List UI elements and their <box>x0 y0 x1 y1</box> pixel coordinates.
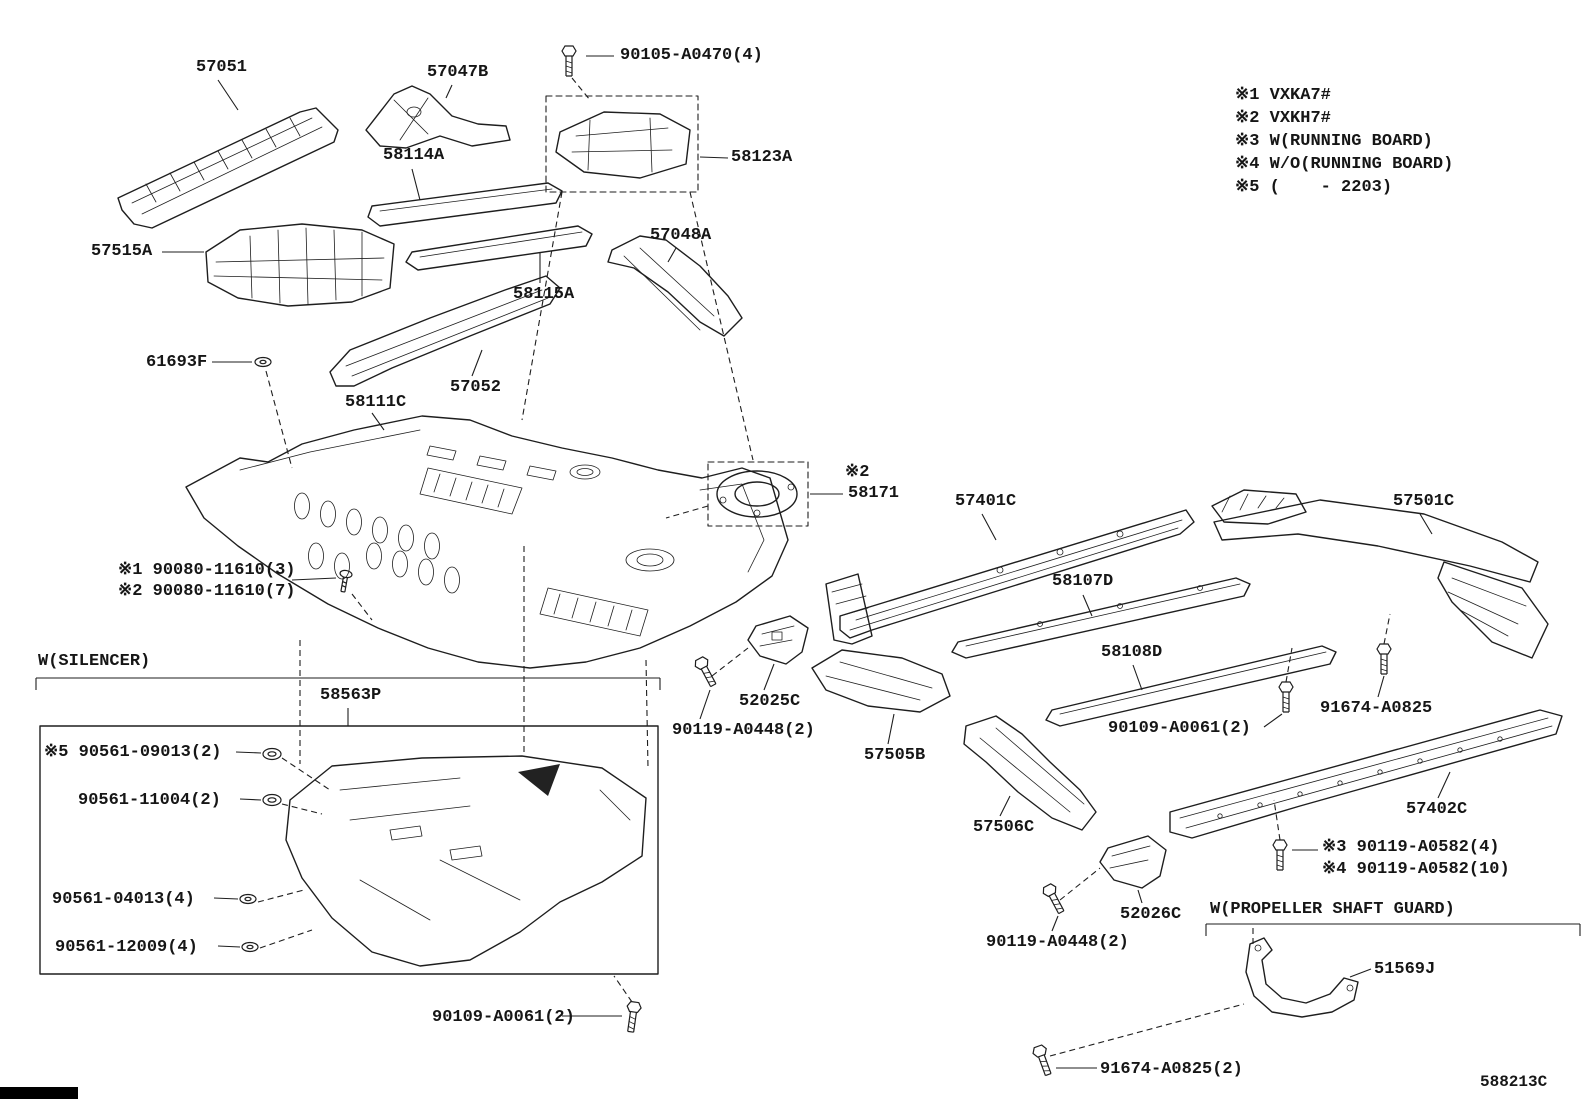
part-number-label: 90119-A0448(2) <box>672 721 815 740</box>
part-58111C <box>185 415 789 669</box>
part-57501C <box>1211 489 1549 659</box>
group-header: W(SILENCER) <box>38 652 151 671</box>
part-52026C <box>1099 835 1167 889</box>
bolt-icon <box>1278 681 1294 713</box>
part-number-label: 58115A <box>513 285 575 304</box>
part-number-label: 57048A <box>650 226 712 245</box>
washer-icon <box>239 893 257 905</box>
group-header: W(PROPELLER SHAFT GUARD) <box>1210 900 1455 919</box>
part-number-label: 61693F <box>146 353 208 372</box>
bolt-icon <box>692 654 721 690</box>
silencer-section <box>35 677 661 975</box>
part-number-label: ※4 90119-A0582(10) <box>1322 860 1510 879</box>
part-number-label: ※1 90080-11610(3) <box>118 561 296 580</box>
bolt-icon <box>1040 881 1069 917</box>
part-number-label: 52025C <box>739 692 801 711</box>
part-number-label: 57501C <box>1393 492 1455 511</box>
nut-icon <box>262 793 282 807</box>
cropped-ui-fragment <box>0 1087 78 1099</box>
legend-note: ※2 VXKH7# <box>1235 109 1331 128</box>
clip-icon <box>254 356 272 368</box>
part-number-label: 90561-04013(4) <box>52 890 195 909</box>
part-number-label: 57515A <box>91 242 153 261</box>
propeller-guard-section <box>1030 923 1581 1078</box>
part-58171 <box>707 461 809 527</box>
bolt-icon <box>561 45 577 77</box>
bolt-icon <box>1030 1043 1056 1078</box>
bolt-icon <box>1376 643 1392 675</box>
bolt-icon <box>623 1000 643 1034</box>
part-number-label: 57051 <box>196 58 248 77</box>
part-number-label: 57402C <box>1406 800 1468 819</box>
part-number-label: ※3 90119-A0582(4) <box>1322 838 1500 857</box>
part-number-label: 58171 <box>848 484 900 503</box>
part-57515A <box>205 223 395 307</box>
part-51569J <box>1245 937 1359 1018</box>
part-57051 <box>117 107 339 229</box>
part-number-label: 58114A <box>383 146 445 165</box>
leader-lines <box>162 55 1451 1069</box>
nut-icon <box>262 747 282 761</box>
part-57047B <box>365 85 511 149</box>
diagram-code: 588213C <box>1480 1073 1548 1091</box>
part-number-label: 58107D <box>1052 572 1114 591</box>
part-58115A <box>405 225 593 271</box>
legend-notes: ※1 VXKA7# ※2 VXKH7# ※3 W(RUNNING BOARD) ※4 … <box>1235 84 1453 199</box>
part-number-label: 57506C <box>973 818 1035 837</box>
legend-note: ※5 ( - 2203) <box>1235 178 1393 197</box>
part-number-label: 90109-A0061(2) <box>1108 719 1251 738</box>
part-number-label: 51569J <box>1374 960 1436 979</box>
part-52025C <box>747 615 809 665</box>
washer-icon <box>241 941 259 953</box>
part-57505B <box>811 649 951 713</box>
part-57401C <box>825 509 1195 645</box>
part-number-label: ※2 90080-11610(7) <box>118 582 296 601</box>
pan-holes <box>294 492 460 594</box>
part-number-label: 91674-A0825 <box>1320 699 1433 718</box>
part-57402C <box>1169 709 1563 839</box>
part-number-label: 58111C <box>345 393 407 412</box>
part-number-label: 90119-A0448(2) <box>986 933 1129 952</box>
part-number-label: 57052 <box>450 378 502 397</box>
part-number-label: 57047B <box>427 63 489 82</box>
part-number-label: 57401C <box>955 492 1017 511</box>
part-58108D <box>1045 645 1337 727</box>
legend-note: ※4 W/O(RUNNING BOARD) <box>1235 155 1454 174</box>
part-number-label: 58563P <box>320 686 382 705</box>
part-number-label: 90561-11004(2) <box>78 791 221 810</box>
part-57048A <box>607 235 743 337</box>
part-58114A <box>367 182 563 227</box>
part-number-label: 58108D <box>1101 643 1163 662</box>
bolt-icon <box>1272 839 1288 871</box>
part-number-label: 91674-A0825(2) <box>1100 1060 1243 1079</box>
legend-note: ※3 W(RUNNING BOARD) <box>1235 132 1433 151</box>
part-58107D <box>951 577 1251 659</box>
part-number-label: 90109-A0061(2) <box>432 1008 575 1027</box>
screw-icon <box>336 568 354 594</box>
part-number-label: 52026C <box>1120 905 1182 924</box>
legend-note: ※1 VXKA7# <box>1235 86 1331 105</box>
part-57052 <box>329 275 561 387</box>
part-number-label: 90105-A0470(4) <box>620 46 763 65</box>
part-58123A <box>545 95 699 193</box>
part-number-label: 58123A <box>731 148 793 167</box>
part-number-label: ※5 90561-09013(2) <box>44 743 222 762</box>
part-number-label: 57505B <box>864 746 926 765</box>
part-number-label: 90561-12009(4) <box>55 938 198 957</box>
part-number-label: ※2 <box>845 463 870 482</box>
part-58563P <box>285 755 647 967</box>
assembly-dashed-lines <box>257 77 1391 1057</box>
part-57506C <box>963 715 1097 831</box>
